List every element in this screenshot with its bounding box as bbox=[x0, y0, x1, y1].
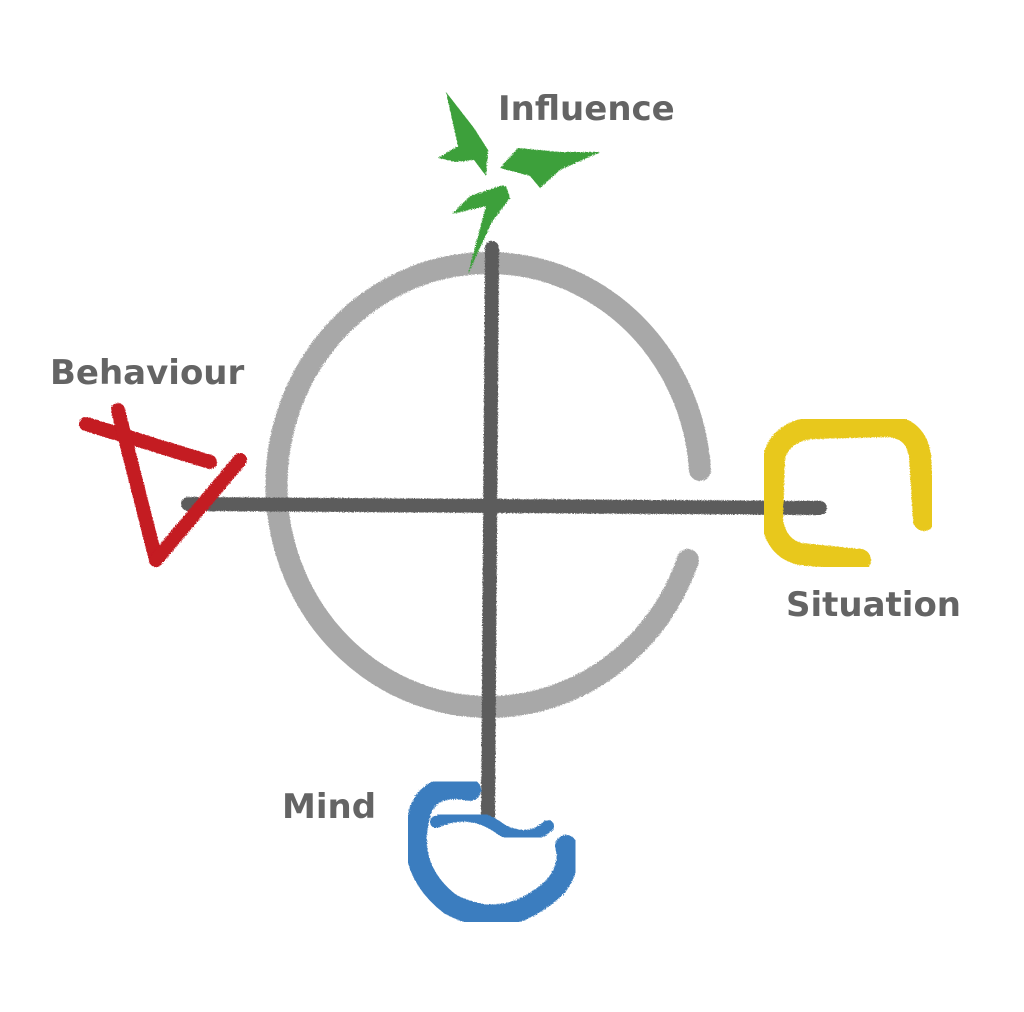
label-situation: Situation bbox=[786, 585, 962, 625]
vertical-axis bbox=[481, 241, 499, 827]
square-hook-icon bbox=[761, 415, 935, 571]
crosshair-axes bbox=[181, 241, 827, 827]
crescent-inner-stroke bbox=[430, 809, 554, 842]
label-influence: Influence bbox=[498, 89, 675, 129]
label-behaviour: Behaviour bbox=[50, 353, 245, 393]
three-arrows-icon bbox=[438, 92, 600, 274]
triangle-icon bbox=[79, 403, 247, 567]
outer-circle-arc bbox=[265, 251, 711, 718]
horizontal-axis bbox=[181, 497, 827, 515]
label-mind: Mind bbox=[282, 787, 377, 827]
crescent-icon bbox=[404, 777, 579, 927]
